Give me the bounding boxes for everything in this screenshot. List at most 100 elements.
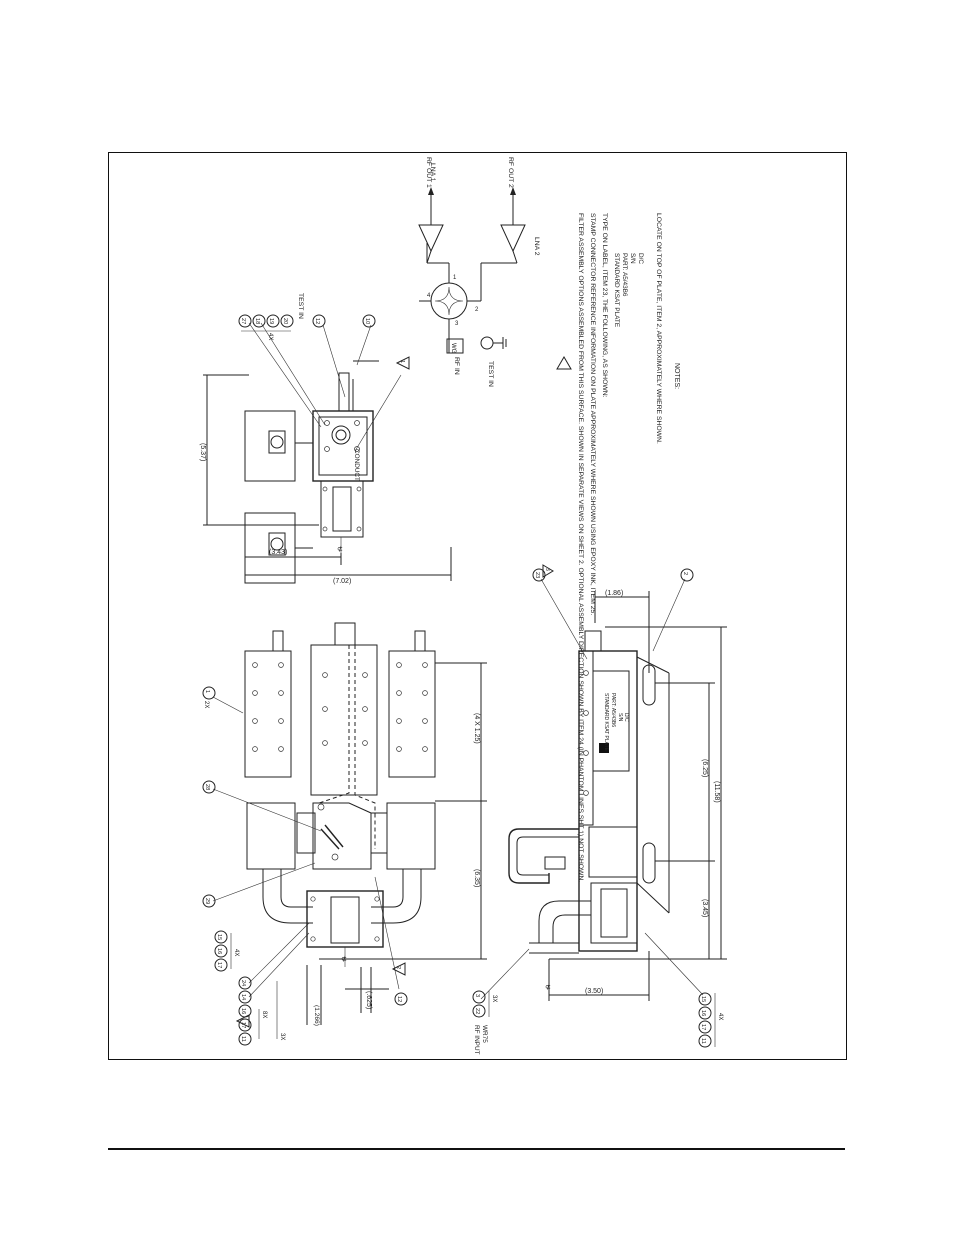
svg-text:17: 17 <box>700 1024 706 1030</box>
coupler-symbol <box>434 286 464 316</box>
dim-537-label: (5.37) <box>199 443 206 461</box>
bubble-15-top <box>214 930 228 944</box>
dim-350-label: (3.50) <box>585 988 603 995</box>
hidden-path <box>318 645 350 804</box>
plate-line-3: S/N <box>617 713 623 722</box>
dim-pitch-label: (4 X 1.25) <box>473 713 480 744</box>
bubble-20 <box>280 314 294 328</box>
filter-center <box>310 644 378 796</box>
dim-635-label: (6.35) <box>473 869 480 887</box>
test-in-label: TEST IN <box>487 361 494 387</box>
bubble-24 <box>238 976 252 990</box>
footer-rule <box>108 1148 845 1150</box>
waveguide-elbow-left <box>262 869 313 924</box>
port-2-label: 2 <box>475 307 479 313</box>
filter-1-connector <box>272 630 284 652</box>
svg-text:27: 27 <box>240 318 246 324</box>
side-view-top-connector <box>584 630 602 652</box>
side-view: STANDARD KSAT PLATE PART: A5/43B6 S/N D/… <box>472 564 727 1055</box>
svg-text:29: 29 <box>204 898 210 904</box>
bubble-22-side <box>472 1004 486 1018</box>
bubble-10 <box>362 314 376 328</box>
dim-1266-label: (1.266) <box>313 1005 320 1026</box>
plate-line-4: D/C <box>623 713 629 722</box>
bubble-15-side <box>698 992 712 1006</box>
end-view-test-in: TEST IN <box>297 293 304 319</box>
qty-3x-top: 3X <box>279 1033 285 1040</box>
dim-345-label: (3.45) <box>701 899 708 917</box>
plate-line-2: PART: A5/43B6 <box>610 693 616 727</box>
bubble-12-top <box>394 992 408 1006</box>
rf-out-1-label: RF OUT 1 <box>425 157 432 188</box>
svg-text:⊄: ⊄ <box>337 545 343 553</box>
port-4-label: 4 <box>427 293 431 299</box>
svg-text:2: 2 <box>395 966 401 969</box>
side-view-label <box>592 670 630 772</box>
plate-line-1: STANDARD KSAT PLATE <box>603 693 609 752</box>
svg-text:15: 15 <box>700 996 706 1002</box>
svg-text:3: 3 <box>474 994 480 997</box>
note-3-line-2: PART: A5/43B6 <box>621 253 628 297</box>
end-view-callouts: 27 18 19 20 12 10 1 4X TEST IN CONDUCT <box>238 293 410 481</box>
svg-text:3: 3 <box>544 568 550 571</box>
waveguide-input-box <box>446 338 464 354</box>
qty-4x-end: 4X <box>267 333 273 340</box>
end-view-hybrid-block <box>312 410 374 482</box>
bubble-11-side <box>698 1034 712 1048</box>
svg-text:19: 19 <box>268 318 274 324</box>
note-2: STAMP CONNECTOR REFERENCE INFORMATION ON… <box>589 213 596 615</box>
dim-625b-label: (6.25) <box>701 759 708 777</box>
test-in-stub <box>338 372 350 412</box>
svg-text:24: 24 <box>240 980 246 986</box>
rf-out-2-arrow <box>510 187 516 195</box>
rf-input-label: RF INPUT <box>473 1025 480 1055</box>
conduct-label: CONDUCT <box>353 449 360 481</box>
svg-text:1: 1 <box>204 690 210 693</box>
bubble-29 <box>202 894 216 908</box>
end-view-note-flag <box>395 356 410 370</box>
dim-702-label: (7.02) <box>333 578 351 585</box>
bubble-19 <box>266 314 280 328</box>
coax-connector <box>544 856 566 870</box>
rf-out-2-label: RF OUT 2 <box>507 157 514 188</box>
side-view-lna <box>588 826 638 878</box>
dim-625-label: (.625) <box>365 991 372 1009</box>
qty-8x-top: 8X <box>261 1011 267 1018</box>
coax-cable-loop <box>508 828 579 884</box>
note-1-flag <box>556 356 572 370</box>
rf-schematic: LNA 1 LNA 2 RF OUT 1 RF OUT 2 RF IN WG T… <box>418 157 540 387</box>
dim-186-label: (1.86) <box>605 590 623 597</box>
svg-text:11: 11 <box>240 1036 246 1042</box>
svg-text:16: 16 <box>700 1010 706 1016</box>
note-3-line-1: STANDARD KSAT PLATE <box>613 253 620 327</box>
note-3-line-3: S/N <box>629 253 636 264</box>
rf-out-1-arrow <box>428 187 434 195</box>
svg-text:14: 14 <box>240 994 246 1000</box>
svg-text:16: 16 <box>240 1008 246 1014</box>
svg-text:12: 12 <box>396 996 402 1002</box>
side-view-waveguide <box>538 900 591 943</box>
qty-2x-top: 2X <box>203 701 209 708</box>
qty-4x-top: 4X <box>233 949 239 956</box>
svg-text:20: 20 <box>282 318 288 324</box>
bubble-16-top <box>214 944 228 958</box>
top-view-note-flag <box>391 962 406 976</box>
input-flange <box>306 890 384 948</box>
engineering-drawing: FILTER ASSEMBLY OPTIONS ASSEMBLED FROM T… <box>199 157 727 1055</box>
lna-1-label: LNA 1 <box>429 163 436 182</box>
note-3-tail: LOCATE ON TOP OF PLATE, ITEM 2, APPROXIM… <box>655 213 662 444</box>
lna-2-symbol <box>500 224 526 253</box>
note-3-line-4: D/C <box>637 253 644 264</box>
bubble-27 <box>238 314 252 328</box>
bubble-2-side <box>680 568 694 582</box>
notes-block: FILTER ASSEMBLY OPTIONS ASSEMBLED FROM T… <box>556 213 680 882</box>
connector-right-icon <box>270 537 284 551</box>
end-view-lna-left <box>244 410 296 482</box>
note-3: TYPE ON LABEL, ITEM 23, THE FOLLOWING, A… <box>601 213 608 398</box>
label-barcode <box>599 743 609 753</box>
svg-text:2: 2 <box>682 572 688 575</box>
svg-text:22: 22 <box>474 1008 480 1014</box>
top-view: ⊄ (4 X 1.25) (6.35) (.625) (1.266) <box>202 622 487 1046</box>
bubble-16-side <box>698 1006 712 1020</box>
filter-2-connector <box>414 630 426 652</box>
